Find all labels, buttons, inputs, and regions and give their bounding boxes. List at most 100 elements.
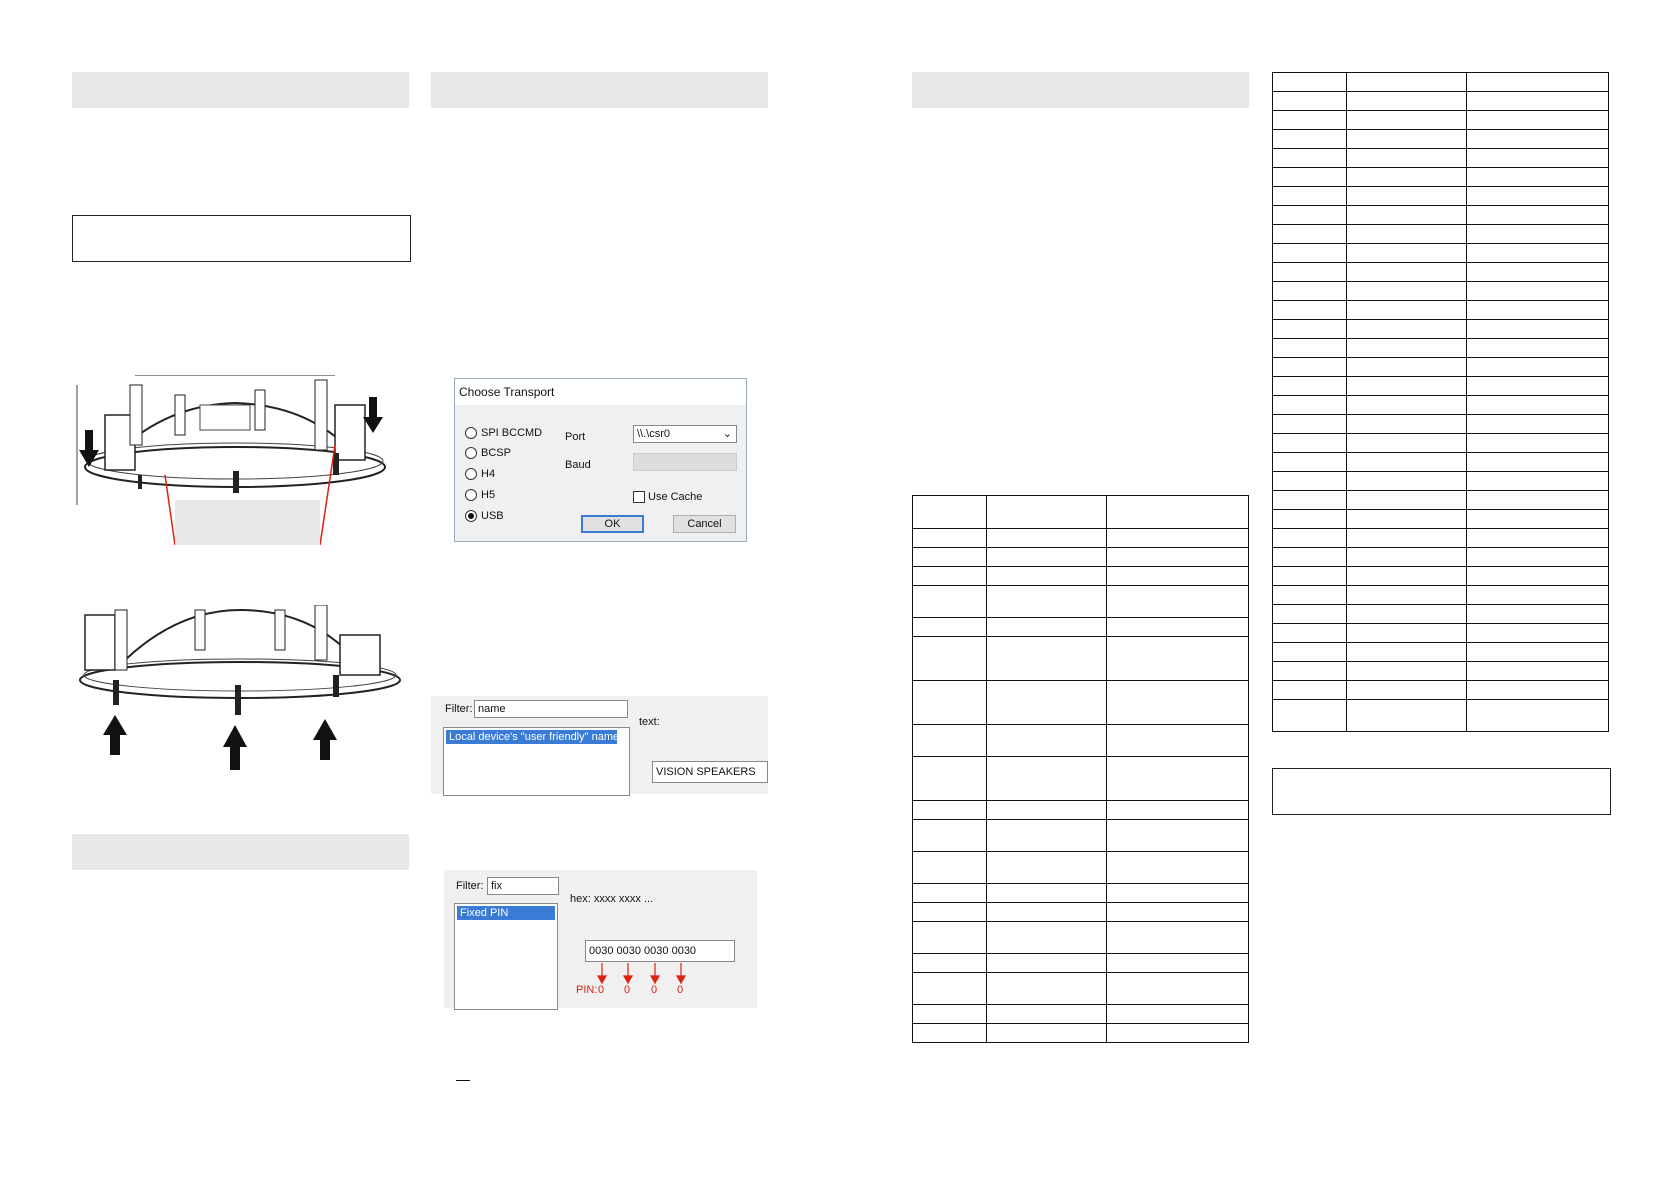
table-cell [1106, 756, 1249, 801]
table-cell [986, 883, 1107, 903]
table-cell [1272, 509, 1347, 529]
table-cell [1272, 300, 1347, 320]
table-row [1272, 262, 1609, 282]
table-cell [912, 902, 987, 922]
table-cell [1272, 167, 1347, 187]
radio-icon[interactable] [465, 468, 477, 480]
table-cell [1272, 547, 1347, 567]
radio-icon[interactable] [465, 427, 477, 439]
option-bcsp[interactable]: BCSP [465, 447, 511, 459]
table-cell [986, 921, 1107, 954]
table-cell [986, 636, 1107, 681]
filter-label: Filter: [445, 703, 473, 715]
table-cell [912, 953, 987, 973]
up-arrow-icon [103, 715, 127, 755]
table-cell [986, 566, 1107, 586]
speaker-install-illustration-top [76, 375, 386, 545]
cancel-button[interactable]: Cancel [673, 515, 736, 533]
table-cell [1106, 636, 1249, 681]
table-cell [1272, 433, 1347, 453]
table-row [912, 1023, 1249, 1043]
text-value-input[interactable]: VISION SPEAKERS [652, 761, 768, 783]
baud-select[interactable] [633, 453, 737, 471]
table-row [1272, 699, 1609, 732]
table-row [1272, 395, 1609, 415]
table-cell [1106, 800, 1249, 820]
table-cell [1272, 91, 1347, 111]
table-cell [1466, 490, 1609, 510]
table-cell [1346, 642, 1467, 662]
table-cell [1346, 623, 1467, 643]
table-cell [1272, 528, 1347, 548]
table-cell [1466, 642, 1609, 662]
table-row [1272, 623, 1609, 643]
table-cell [912, 883, 987, 903]
short-underline-mark [456, 1080, 470, 1081]
table-row [1272, 490, 1609, 510]
table-cell [1466, 243, 1609, 263]
table-cell [1272, 490, 1347, 510]
table-cell [1466, 72, 1609, 92]
table-cell [1346, 699, 1467, 732]
note-box-2 [1272, 768, 1611, 815]
table-cell [1272, 243, 1347, 263]
table-cell [986, 1004, 1107, 1024]
table-cell [986, 953, 1107, 973]
table-row [912, 902, 1249, 922]
table-cell [986, 851, 1107, 884]
table-cell [1346, 281, 1467, 301]
up-arrow-icon [313, 719, 337, 760]
table-row [1272, 604, 1609, 624]
table-cell [1346, 585, 1467, 605]
text-label: text: [639, 716, 660, 728]
table-cell [1346, 509, 1467, 529]
table-cell [1272, 395, 1347, 415]
table-cell [912, 585, 987, 618]
table-row [1272, 319, 1609, 339]
table-cell [986, 528, 1107, 548]
port-select[interactable]: \\.\csr0 ⌄ [633, 425, 737, 443]
table-cell [1272, 642, 1347, 662]
table-cell [1346, 376, 1467, 396]
option-spi-bccmd[interactable]: SPI BCCMD [465, 427, 542, 439]
filter-input[interactable]: name [474, 700, 628, 718]
table-cell [1466, 585, 1609, 605]
radio-icon[interactable] [465, 510, 477, 522]
table-cell [1272, 148, 1347, 168]
radio-icon[interactable] [465, 447, 477, 459]
table-cell [1272, 414, 1347, 434]
table-cell [986, 902, 1107, 922]
list-item[interactable]: Local device's "user friendly" name [446, 730, 617, 744]
table-cell [1272, 376, 1347, 396]
table-left [912, 495, 1249, 1043]
table-row [1272, 471, 1609, 491]
radio-icon[interactable] [465, 489, 477, 501]
table-cell [1106, 902, 1249, 922]
section-header-bar-3 [431, 72, 768, 108]
pin-arrows [596, 963, 687, 985]
checkbox-icon[interactable] [633, 491, 645, 503]
table-cell [1466, 376, 1609, 396]
parameter-list[interactable]: Fixed PIN [454, 903, 558, 1010]
table-cell [1346, 72, 1467, 92]
table-cell [912, 528, 987, 548]
table-row [912, 921, 1249, 954]
table-cell [986, 495, 1107, 529]
option-h4[interactable]: H4 [465, 468, 495, 480]
table-cell [1466, 661, 1609, 681]
down-arrow-icon [79, 430, 99, 467]
table-cell [1466, 300, 1609, 320]
table-cell [912, 724, 987, 757]
option-h5[interactable]: H5 [465, 489, 495, 501]
ok-button[interactable]: OK [581, 515, 644, 533]
parameter-list[interactable]: Local device's "user friendly" name [443, 727, 630, 796]
hex-value-input[interactable]: 0030 0030 0030 0030 [585, 940, 735, 962]
table-cell [1346, 433, 1467, 453]
use-cache-checkbox[interactable]: Use Cache [633, 491, 702, 503]
table-cell [986, 680, 1107, 725]
list-item[interactable]: Fixed PIN [457, 906, 555, 920]
option-usb[interactable]: USB [465, 510, 504, 522]
table-row [1272, 224, 1609, 244]
filter-input[interactable]: fix [487, 877, 559, 895]
table-cell [912, 972, 987, 1005]
